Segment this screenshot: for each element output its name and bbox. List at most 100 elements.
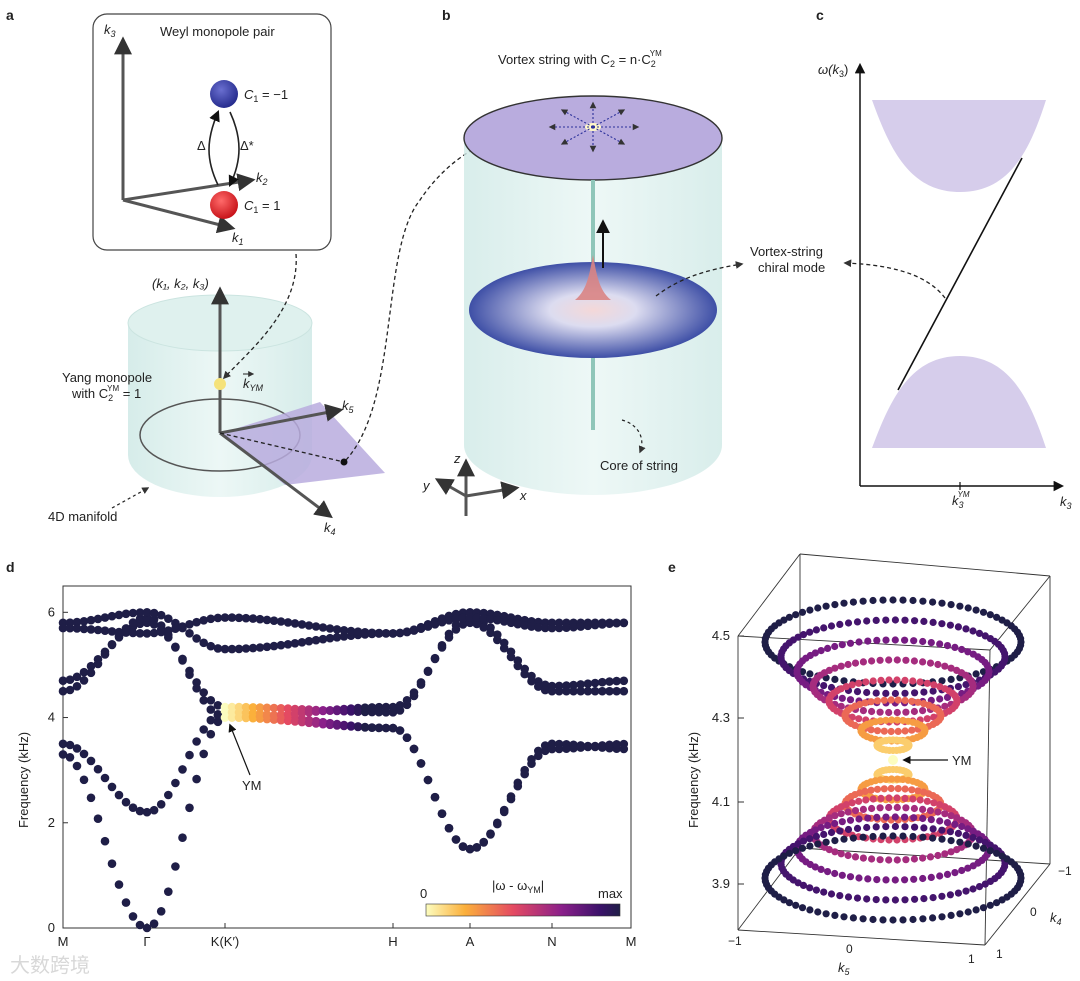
cone-point <box>947 837 955 845</box>
cone-point <box>936 695 944 703</box>
band-point <box>388 702 398 712</box>
band-point <box>213 644 223 653</box>
cone-point <box>837 810 845 818</box>
cone-point <box>901 727 909 735</box>
band-point <box>255 614 265 624</box>
band-point <box>332 633 342 642</box>
band-point <box>107 611 117 621</box>
band-x-tick-label: A <box>466 934 475 949</box>
band-point <box>311 719 321 728</box>
band-point <box>590 678 600 688</box>
cone-z-tick-label: 4.5 <box>712 628 730 643</box>
cone-point <box>946 621 955 629</box>
cone-point <box>899 916 907 924</box>
ym-label-d: YM <box>242 778 262 793</box>
band-point <box>79 775 89 785</box>
band-y-tick-label: 6 <box>48 604 55 619</box>
band-point <box>527 676 536 686</box>
cone-point <box>831 642 839 651</box>
band-point <box>93 625 103 635</box>
cone-point <box>947 675 955 684</box>
lower-bulk-band <box>872 356 1046 448</box>
band-y-tick-label: 4 <box>48 710 55 725</box>
band-point <box>506 618 516 628</box>
k4-tick-2: 1 <box>996 947 1003 961</box>
cone-point <box>844 893 853 901</box>
panel-c: ω(k3) Vortex-string chiral mode k3YM k3 <box>750 62 1072 511</box>
band-point <box>318 706 328 716</box>
band-point <box>276 710 286 720</box>
cone-point <box>864 814 872 822</box>
cone-point <box>998 896 1006 904</box>
band-point <box>269 711 279 720</box>
cone-point <box>794 633 802 641</box>
cone-point <box>920 824 928 832</box>
cone-point <box>893 656 901 664</box>
cone-point <box>785 613 794 621</box>
cone-point <box>861 699 869 707</box>
band-point <box>93 614 103 624</box>
band-point <box>360 703 370 712</box>
cone-point <box>954 889 963 897</box>
cone-point <box>919 637 927 646</box>
band-point <box>199 696 208 705</box>
cone-point <box>856 789 864 797</box>
cone-point <box>853 894 862 902</box>
cone-point <box>901 794 909 803</box>
cone-point <box>887 696 895 704</box>
cone-point <box>894 785 902 793</box>
band-point <box>234 644 244 654</box>
cone-point <box>838 818 846 826</box>
band-point <box>583 621 593 631</box>
cone-point <box>938 677 946 685</box>
cone-point <box>894 727 902 736</box>
cone-point <box>855 815 863 823</box>
cone-point <box>876 656 884 664</box>
cone-point <box>863 688 871 697</box>
cone-point <box>812 832 821 841</box>
cone-point <box>910 637 918 645</box>
band-point <box>402 733 412 742</box>
band-point <box>437 809 447 818</box>
cone-point <box>943 642 952 650</box>
band-point <box>192 684 201 693</box>
cone-point <box>853 824 862 833</box>
colorbar <box>425 903 621 917</box>
band-point <box>185 750 194 760</box>
band-point <box>388 723 398 733</box>
band-point <box>311 635 321 645</box>
cone-point <box>840 599 848 607</box>
cone-point <box>923 715 931 723</box>
band-point <box>297 620 307 629</box>
cone-point <box>929 825 937 833</box>
band-point <box>493 615 502 625</box>
cone-point <box>919 658 927 666</box>
cone-point <box>902 804 910 812</box>
cone-point <box>964 908 972 916</box>
cone-point <box>864 875 872 883</box>
cone-point <box>946 891 955 899</box>
band-point <box>86 793 96 803</box>
cone-point <box>853 688 862 696</box>
cone-point <box>814 604 822 612</box>
cone-point <box>837 662 845 670</box>
cone-point <box>820 830 828 839</box>
cone-point <box>820 624 828 632</box>
band-point <box>213 717 223 727</box>
band-point <box>353 627 363 636</box>
cone-point <box>986 611 994 619</box>
band-point <box>171 642 180 652</box>
cone-point <box>893 708 901 717</box>
cone-point <box>882 876 890 884</box>
band-point <box>262 642 272 652</box>
band-point <box>520 769 529 779</box>
omega-label: ω(k3) <box>818 62 848 79</box>
cone-point <box>909 795 917 803</box>
cone-point <box>855 797 863 805</box>
core-pointer <box>621 419 646 454</box>
cone-point <box>869 915 877 924</box>
band-point <box>58 750 68 759</box>
cone-point <box>827 683 836 692</box>
cone-point <box>934 851 942 860</box>
